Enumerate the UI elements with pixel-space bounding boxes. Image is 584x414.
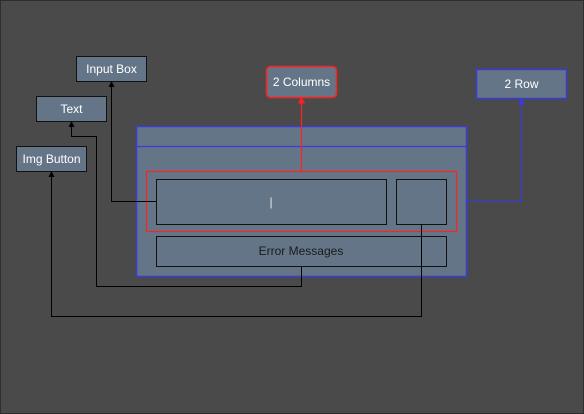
error-messages-label: Error Messages — [259, 244, 344, 258]
two-row-label-box — [475, 68, 568, 100]
input-box-label-box — [76, 56, 147, 82]
text-connector — [68, 121, 302, 287]
img-button-label-box — [16, 146, 87, 172]
text-label-box — [36, 96, 107, 122]
two-row-connector — [466, 97, 526, 203]
img-button-label: Img Button — [22, 152, 80, 166]
two-columns-label: 2 Columns — [273, 75, 330, 89]
img-button-connector — [48, 171, 422, 317]
text-label: Text — [60, 102, 83, 116]
input-box-connector — [108, 81, 157, 202]
input-cursor: | — [269, 195, 272, 209]
two-row-label: 2 Row — [504, 77, 538, 91]
input-box-label: Input Box — [86, 62, 137, 76]
image-button[interactable] — [396, 179, 447, 225]
